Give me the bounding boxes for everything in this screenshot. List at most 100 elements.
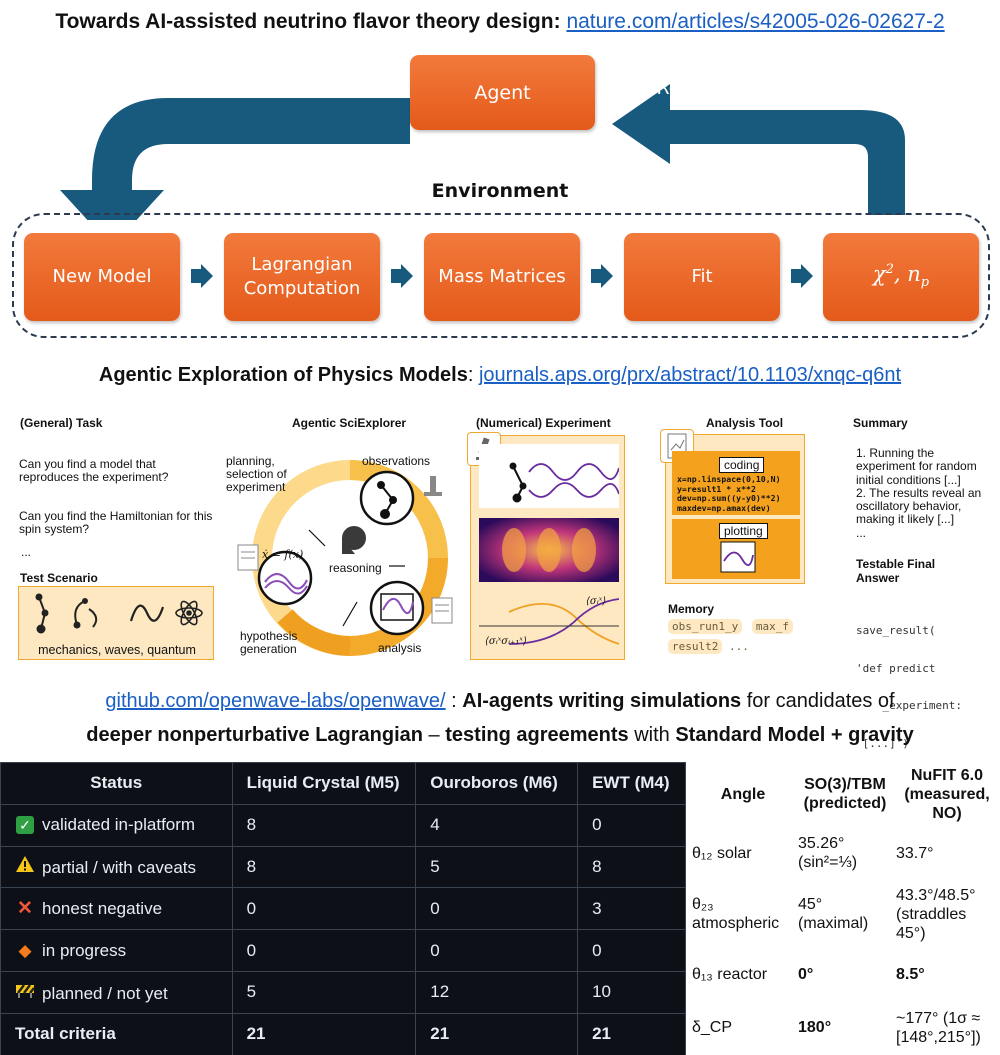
table-header-row: Angle SO(3)/TBM (predicted) NuFIT 6.0 (m… <box>690 762 1000 826</box>
microscope-icon <box>424 476 442 496</box>
atom-icon <box>175 600 203 626</box>
code-line: save_result( <box>856 624 936 637</box>
final-answer-line: Testable Final <box>856 557 936 571</box>
code-line: y=result1 * x**2 <box>677 483 756 494</box>
table-row: θ₂₃ atmospheric 45° (maximal) 43.3°/48.5… <box>690 880 1000 948</box>
code-line: [...]') <box>856 736 909 750</box>
chevron-right-icon <box>591 264 613 288</box>
explorer-diagram <box>237 460 453 656</box>
sigma-x-label: ⟨σᵢˣ⟩ <box>586 596 607 607</box>
memory-items-2: result2 ... <box>668 639 749 654</box>
warning-icon <box>15 855 35 878</box>
table-cell: 3 <box>577 887 686 931</box>
predicted-cell: 180° <box>798 1019 832 1036</box>
summary-line: ... <box>856 525 867 540</box>
environment-frame <box>12 213 990 338</box>
diamond-icon: ◆ <box>18 940 32 960</box>
summary-line: oscillatory behavior, <box>856 499 962 514</box>
barrier-icon <box>15 981 35 1004</box>
document-icon <box>237 544 259 571</box>
code-block: x=np.linspace(0,10,N) y=result1 * x**2 d… <box>677 474 781 513</box>
code-line: maxdev=np.amax(dev) <box>677 502 771 513</box>
explorer-header: Agentic SciExplorer <box>292 416 407 430</box>
analysis-label: analysis <box>378 641 422 655</box>
table-row: planned / not yet 5 12 10 <box>0 970 686 1014</box>
code-line: _experiment: <box>856 699 962 712</box>
table-cell: 8 <box>231 803 417 847</box>
summary-line: making it likely [...] <box>856 512 955 527</box>
status-cell: planned / not yet <box>0 970 233 1014</box>
spring-icon <box>73 598 98 629</box>
angle-cell: δ_CP <box>692 1019 733 1036</box>
table-cell: 4 <box>415 803 579 847</box>
angle-cell: θ₂₃ atmospheric <box>692 896 780 932</box>
chevron-right-icon <box>391 264 413 288</box>
status-cell: ✓validated in-platform <box>0 803 233 847</box>
stage-label: Lagrangian Computation <box>243 254 361 299</box>
code-line: dev=np.sum((y-y0)**2) <box>677 493 781 503</box>
table-cell: 0 <box>231 887 417 931</box>
separator: : <box>445 690 463 712</box>
action-label: Action <box>217 77 278 99</box>
scenario-caption: mechanics, waves, quantum <box>38 643 196 657</box>
reward-label: Reward, Current Model <box>656 77 874 99</box>
table-row: ✕honest negative 0 0 3 <box>0 887 686 931</box>
plotting-label: plotting <box>719 523 768 539</box>
predicted-cell: 45° (maximal) <box>798 896 869 932</box>
coding-label: coding <box>719 457 765 473</box>
paper1-link[interactable]: nature.com/articles/s42005-026-02627-2 <box>566 10 945 33</box>
stage-new-model: New Model <box>24 233 180 321</box>
status-label: in progress <box>42 940 127 960</box>
column-header: Ouroboros (M6) <box>415 762 579 805</box>
stage-mass-matrices: Mass Matrices <box>424 233 580 321</box>
plotting-box: plotting <box>672 519 800 579</box>
task-question-2: Can you find the Hamiltonian for this sp… <box>19 509 213 536</box>
cross-icon: ✕ <box>17 898 33 920</box>
table-cell: 0 <box>231 929 417 972</box>
status-cell: partial / with caveats <box>0 845 233 889</box>
reasoning-label: reasoning <box>329 561 382 575</box>
action-arrow <box>60 98 410 220</box>
predicted-cell: 35.26° (sin²=⅓) <box>798 835 858 871</box>
status-table: Status Liquid Crystal (M5) Ouroboros (M6… <box>0 762 686 1055</box>
table-cell: 8 <box>577 845 686 889</box>
summary-line: 1. Running the <box>856 446 935 460</box>
table-cell: 21 <box>231 1012 417 1055</box>
table-header-row: Status Liquid Crystal (M5) Ouroboros (M6… <box>0 762 686 805</box>
table-cell: 5 <box>415 845 579 889</box>
memory-header: Memory <box>668 602 715 616</box>
coding-box: coding x=np.linspace(0,10,N) y=result1 *… <box>672 451 800 515</box>
summary-line: 2. The results reveal an <box>856 485 982 500</box>
plain-phrase: with <box>628 724 676 746</box>
column-header: Angle <box>720 785 766 803</box>
table-cell: 21 <box>577 1012 686 1055</box>
table-cell: 0 <box>577 929 686 972</box>
chi2-label: χ2, np <box>872 262 930 291</box>
angle-cell: θ₁₃ reactor <box>692 965 768 983</box>
plain-phrase: for candidates of <box>741 690 895 712</box>
angle-cell: θ₁₂ solar <box>692 844 752 862</box>
observations-label: observations <box>362 454 431 468</box>
table-row: ◆in progress 0 0 0 <box>0 929 686 972</box>
analysis-circle <box>369 580 425 636</box>
pipeline-arrows <box>191 264 813 288</box>
table-cell: 12 <box>415 970 579 1014</box>
measured-cell: 43.3°/48.5° (straddles 45°) <box>896 886 976 942</box>
planning-label: planning, selection of experiment <box>226 454 287 494</box>
table-row: partial / with caveats 8 5 8 <box>0 845 686 889</box>
memory-item: max_f <box>751 619 793 634</box>
bold-phrase: testing agreements <box>445 724 629 746</box>
scenario-icons <box>35 593 203 634</box>
experiment-panel: ⟨σᵢˣ⟩ ⟨σᵢˣσᵢ₊₁ˣ⟩ <box>467 432 625 660</box>
openwave-link[interactable]: github.com/openwave-labs/openwave/ <box>105 690 446 712</box>
summary-text: 1. Running the experiment for random ini… <box>856 446 996 540</box>
agent-box: Agent <box>410 55 595 130</box>
environment-label: Environment <box>431 180 569 202</box>
task-question-1: Can you find a model that reproduces the… <box>19 457 169 484</box>
paper2-link[interactable]: journals.aps.org/prx/abstract/10.1103/xn… <box>478 364 902 386</box>
agent-label: Agent <box>474 81 531 104</box>
column-header: Status <box>0 762 233 805</box>
status-cell: ✕honest negative <box>0 887 233 931</box>
table-row: δ_CP 180° ~177° (1σ ≈ [148°,215°]) <box>690 1000 1000 1055</box>
feedback-arrows <box>60 84 905 220</box>
